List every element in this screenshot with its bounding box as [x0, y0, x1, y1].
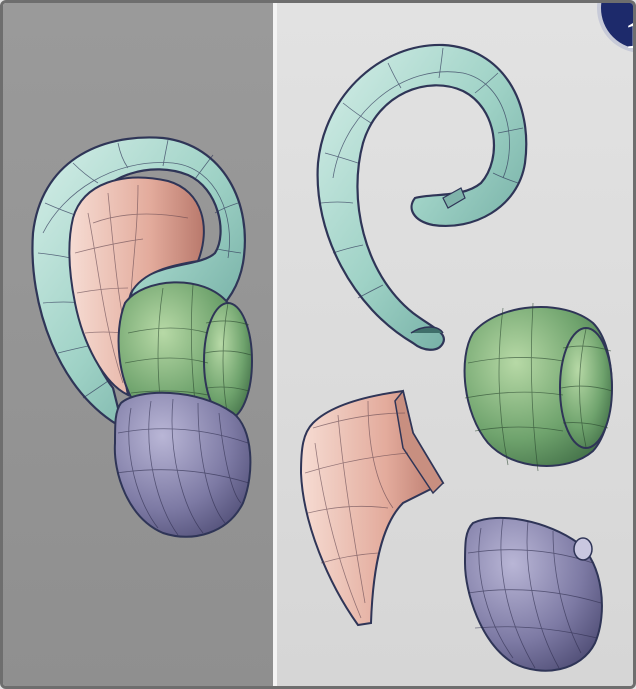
helix-part	[318, 45, 527, 350]
exploded-parts	[301, 45, 612, 671]
lobe-assembled	[115, 393, 251, 537]
antihelix-part	[301, 391, 443, 625]
lobe-part	[465, 518, 602, 671]
ear-diagram	[3, 3, 636, 689]
figure-number-label: 1	[625, 11, 636, 58]
concha-part	[465, 303, 612, 471]
assembled-ear	[32, 137, 252, 536]
